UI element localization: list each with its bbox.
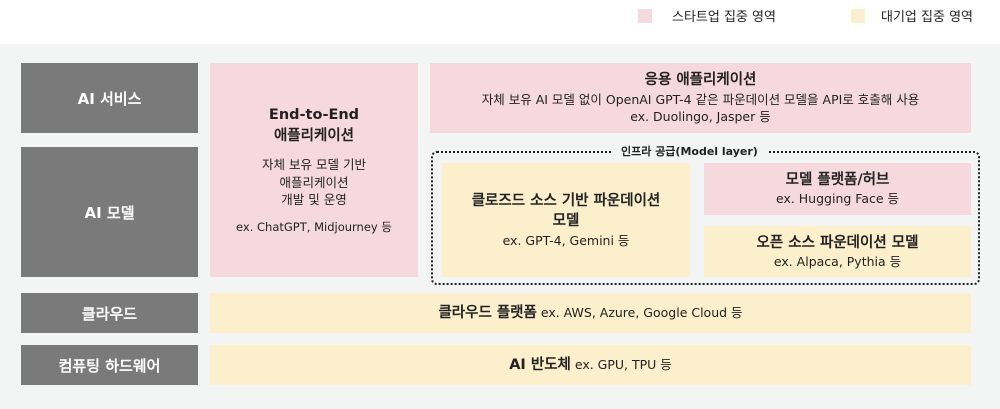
legend-swatch-pink xyxy=(638,8,652,23)
box-title: End-to-End xyxy=(268,107,360,124)
box-example: ex. GPU, TPU 등 xyxy=(570,357,672,373)
row-label-ai-service: AI 서비스 xyxy=(21,63,198,133)
row-label-ai-model: AI 모델 xyxy=(21,147,198,277)
cloud-box: 클라우드 플랫폼 ex. AWS, Azure, Google Cloud 등 xyxy=(210,293,971,333)
end-to-end-box: End-to-End 애플리케이션 자체 보유 모델 기반 애플리케이션 개발 … xyxy=(210,63,418,277)
box-example: ex. ChatGPT, Midjourney 등 xyxy=(236,219,392,234)
chip-box: AI 반도체 ex. GPU, TPU 등 xyxy=(210,345,971,385)
legend-swatch-yellow xyxy=(851,8,865,23)
box-title: 모델 xyxy=(552,213,580,230)
box-desc: 개발 및 운영 xyxy=(281,192,347,207)
legend-label: 대기업 집중 영역 xyxy=(881,10,973,25)
row-label-hardware: 컴퓨팅 하드웨어 xyxy=(21,345,198,385)
box-title: 클로즈드 소스 기반 파운데이션 xyxy=(471,192,661,209)
box-example: ex. GPT-4, Gemini 등 xyxy=(502,232,630,248)
row-label-cloud: 클라우드 xyxy=(21,293,198,333)
open-source-box: 오픈 소스 파운데이션 모델 ex. Alpaca, Pythia 등 xyxy=(704,226,971,277)
box-title: 응용 애플리케이션 xyxy=(644,72,757,89)
box-desc: 자체 보유 모델 기반 xyxy=(262,157,366,172)
box-example: ex. AWS, Azure, Google Cloud 등 xyxy=(536,305,743,321)
box-example: ex. Alpaca, Pythia 등 xyxy=(773,253,902,269)
box-desc: 애플리케이션 xyxy=(279,174,349,190)
box-title: 모델 플랫폼/허브 xyxy=(785,172,890,189)
model-platform-box: 모델 플랫폼/허브 ex. Hugging Face 등 xyxy=(704,163,971,215)
application-box: 응용 애플리케이션 자체 보유 AI 모델 없이 OpenAI GPT-4 같은… xyxy=(430,63,971,133)
legend-label: 스타트업 집중 영역 xyxy=(672,10,776,25)
infra-label: 인프라 공급(Model layer) xyxy=(611,143,768,159)
box-example: ex. Hugging Face 등 xyxy=(775,191,900,207)
closed-source-box: 클로즈드 소스 기반 파운데이션 모델 ex. GPT-4, Gemini 등 xyxy=(442,163,690,277)
box-title: AI 반도체 xyxy=(509,356,571,373)
legend-enterprise: 대기업 집중 영역 xyxy=(851,6,973,25)
box-title: 애플리케이션 xyxy=(273,127,355,144)
box-title: 클라우드 플랫폼 xyxy=(438,304,537,321)
legend-startup: 스타트업 집중 영역 xyxy=(638,6,776,25)
box-title: 오픈 소스 파운데이션 모델 xyxy=(756,234,919,251)
box-example: ex. Duolingo, Jasper 등 xyxy=(630,109,771,125)
box-desc: 자체 보유 AI 모델 없이 OpenAI GPT-4 같은 파운데이션 모델을… xyxy=(481,91,920,107)
